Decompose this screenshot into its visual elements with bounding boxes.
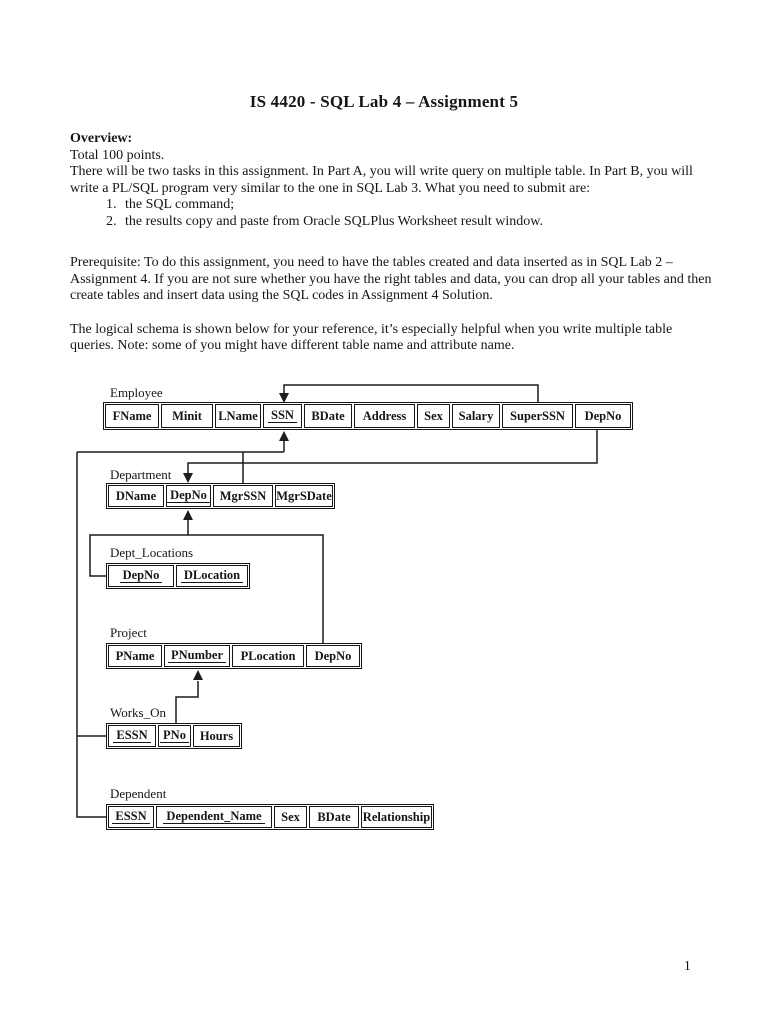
document-title: IS 4420 - SQL Lab 4 – Assignment 5: [249, 92, 519, 111]
table-label-dept_locations: Dept_Locations: [110, 545, 194, 560]
column-label: MgrSSN: [219, 488, 267, 503]
table-label-project: Project: [110, 625, 147, 640]
column-cell-relationship: Relationship: [361, 806, 432, 828]
schema-table-employee: FName Minit LName SSN BDate Address Sex Salary S…: [103, 402, 633, 430]
overview-heading: Overview:: [70, 131, 133, 146]
column-label: MgrSDate: [276, 488, 332, 503]
fk-line-empdepno-deptdepno: [187, 430, 598, 474]
column-cell-pnumber: PNumber: [164, 645, 230, 667]
column-cell-mgrssn: MgrSSN: [213, 485, 273, 507]
list-number: 1.: [106, 197, 117, 212]
schema-table-dept_locations: DepNo DLocation: [106, 563, 250, 589]
column-cell-essn: ESSN: [108, 725, 156, 747]
page-number: 1: [684, 958, 691, 973]
fk-trunk-essn: [76, 452, 106, 818]
column-label: PNo: [160, 728, 189, 744]
column-label: BDate: [311, 408, 345, 423]
column-cell-bdate: BDate: [309, 806, 359, 828]
column-label: Sex: [424, 408, 443, 423]
column-label: SSN: [268, 408, 297, 424]
column-cell-ssn: SSN: [263, 404, 302, 428]
arrowhead-up-ssn: [279, 431, 289, 441]
column-label: PLocation: [240, 648, 296, 663]
column-cell-pname: PName: [108, 645, 162, 667]
table-label-department: Department: [110, 467, 172, 482]
column-cell-address: Address: [354, 404, 415, 428]
list-text: the results copy and paste from Oracle S…: [125, 213, 544, 229]
arrowhead-up-pnumber: [193, 670, 203, 680]
column-cell-depno: DepNo: [108, 565, 174, 587]
column-label: BDate: [317, 809, 351, 824]
column-label: DName: [115, 488, 157, 503]
column-cell-essn: ESSN: [108, 806, 154, 828]
schema-table-project: PName PNumber PLocation DepNo: [106, 643, 362, 669]
list-item-2: 2. the results copy and paste from Oracl…: [70, 214, 712, 231]
column-cell-plocation: PLocation: [232, 645, 304, 667]
column-label: Dependent_Name: [163, 809, 265, 825]
table-label-employee: Employee: [110, 385, 163, 400]
column-cell-bdate: BDate: [304, 404, 352, 428]
column-cell-dependent_name: Dependent_Name: [156, 806, 272, 828]
column-cell-depno: DepNo: [166, 485, 211, 507]
column-label: ESSN: [112, 809, 150, 825]
column-cell-dlocation: DLocation: [176, 565, 248, 587]
column-label: Relationship: [362, 809, 431, 824]
table-label-works_on: Works_On: [110, 705, 167, 720]
list-item-1: 1. the SQL command;: [70, 197, 712, 214]
arrowhead-up-depno: [183, 510, 193, 520]
column-label: ESSN: [113, 728, 151, 744]
column-cell-lname: LName: [215, 404, 261, 428]
column-cell-minit: Minit: [161, 404, 213, 428]
column-cell-fname: FName: [105, 404, 159, 428]
document-body: Overview: Total 100 points. There will b…: [70, 131, 712, 355]
column-label: DepNo: [584, 408, 622, 423]
column-label: PNumber: [167, 648, 227, 664]
column-cell-depno: DepNo: [575, 404, 631, 428]
column-label: Hours: [199, 728, 234, 743]
arrowhead-down-depno: [183, 473, 193, 483]
column-cell-sex: Sex: [417, 404, 450, 428]
column-label: Sex: [281, 809, 300, 824]
column-cell-dname: DName: [108, 485, 164, 507]
column-label: DepNo: [167, 488, 210, 504]
schema-note-paragraph: The logical schema is shown below for yo…: [70, 321, 673, 354]
prerequisite-paragraph: Prerequisite: To do this assignment, you…: [70, 255, 712, 303]
column-label: DepNo: [119, 568, 163, 584]
schema-table-department: DName DepNo MgrSSN MgrSDate: [106, 483, 335, 509]
column-cell-depno: DepNo: [306, 645, 360, 667]
column-label: DLocation: [180, 568, 244, 584]
fk-line-pno-pnumber: [175, 681, 199, 723]
column-label: Minit: [172, 408, 202, 423]
schema-table-dependent: ESSN Dependent_Name Sex BDate Relationship: [106, 804, 434, 830]
schema-table-works_on: ESSN PNo Hours: [106, 723, 242, 749]
list-number: 2.: [106, 213, 117, 229]
column-cell-hours: Hours: [193, 725, 240, 747]
column-cell-pno: PNo: [158, 725, 191, 747]
total-points-line: Total 100 points.: [70, 147, 165, 163]
column-label: SuperSSN: [510, 408, 565, 423]
column-cell-mgrsdate: MgrSDate: [275, 485, 333, 507]
fk-line-superssn-ssn: [283, 384, 539, 402]
column-cell-salary: Salary: [452, 404, 500, 428]
column-cell-superssn: SuperSSN: [502, 404, 573, 428]
column-cell-sex: Sex: [274, 806, 307, 828]
table-label-dependent: Dependent: [110, 786, 167, 801]
column-label: FName: [112, 408, 152, 423]
list-text: the SQL command;: [125, 197, 235, 212]
intro-paragraph: There will be two tasks in this assignme…: [70, 164, 693, 196]
column-label: PName: [115, 648, 155, 663]
column-label: LName: [218, 408, 258, 423]
column-label: DepNo: [314, 648, 352, 663]
column-label: Address: [362, 408, 407, 423]
column-label: Salary: [458, 408, 494, 423]
